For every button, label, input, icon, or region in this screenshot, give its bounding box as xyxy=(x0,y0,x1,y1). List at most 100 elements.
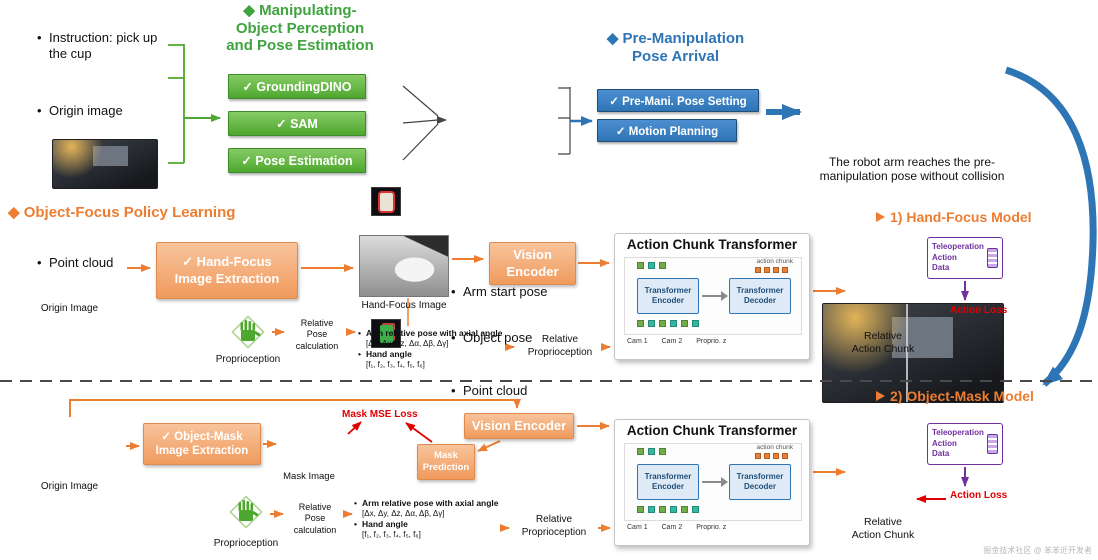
act-chunk-tokens xyxy=(755,267,791,285)
pose-line3: Hand angle xyxy=(358,349,506,360)
act-chunk-label: action chunk xyxy=(756,444,794,451)
instruction-bullet: Instruction: pick up the cup xyxy=(36,30,158,63)
act-bottom-tokens xyxy=(637,320,703,338)
groundingdino-result-thumbnail xyxy=(371,187,401,216)
proprioception-icon-mask xyxy=(229,495,263,529)
token-square xyxy=(764,453,770,459)
token-square xyxy=(637,506,644,513)
act-title: Action Chunk Transformer xyxy=(626,423,798,438)
object-mask-extraction-box: ✓ Object-Mask Image Extraction xyxy=(143,423,261,465)
token-square xyxy=(648,320,655,327)
relative-action-chunk-caption-mask: Relative Action Chunk xyxy=(851,516,915,541)
token-square xyxy=(659,506,666,513)
cam2-label: Cam 2 xyxy=(661,338,683,345)
teleoperation-data-box-mask: Teleoperation Action Data xyxy=(927,423,1003,465)
origin-to-vision-path xyxy=(69,399,521,417)
maskpred-to-mse-arrow xyxy=(405,422,433,443)
output-bracket xyxy=(558,87,571,155)
origin-image-caption-mask: Origin Image xyxy=(40,481,99,492)
token-square xyxy=(659,320,666,327)
dataset-icon xyxy=(986,248,998,268)
teleoperation-data-label: Teleoperation Action Data xyxy=(932,242,984,273)
hand-focus-model-heading: 1) Hand-Focus Model xyxy=(876,209,1032,225)
point-cloud-bullet: Point cloud xyxy=(36,255,146,272)
pose-line1: Arm relative pose with axial angle xyxy=(358,328,506,339)
mask-image-caption: Mask Image xyxy=(283,471,335,482)
cam1-label: Cam 1 xyxy=(627,524,648,531)
act-title: Action Chunk Transformer xyxy=(626,237,798,252)
act-input-labels: Cam 1 Cam 2 Proprio. z xyxy=(627,338,787,345)
encoder-decoder-line xyxy=(702,295,722,297)
transformer-encoder: Transformer Encoder xyxy=(637,278,699,314)
section-divider xyxy=(0,380,1098,382)
token-square xyxy=(648,448,655,455)
step-pose-estimation: ✓ Pose Estimation xyxy=(228,148,366,173)
token-square xyxy=(637,262,644,269)
encoder-decoder-arrow-icon xyxy=(721,291,728,301)
token-square xyxy=(755,267,761,273)
token-square xyxy=(648,262,655,269)
object-mask-model-title: 2) Object-Mask Model xyxy=(890,388,1034,404)
token-square xyxy=(648,506,655,513)
action-chunk-transformer-mask: Action Chunk Transformer action chunk Tr… xyxy=(614,419,810,546)
act-chunk-tokens xyxy=(755,453,791,471)
perception-title: ◆ Manipulating- Object Perception and Po… xyxy=(226,2,374,55)
hand-focus-model-title: 1) Hand-Focus Model xyxy=(890,209,1032,225)
token-square xyxy=(755,453,761,459)
cam2-label: Cam 2 xyxy=(661,524,683,531)
proprioception-caption-mask: Proprioception xyxy=(213,538,279,549)
relative-pose-text-mask: Arm relative pose with axial angle [Δx, … xyxy=(354,498,502,541)
token-square xyxy=(773,267,779,273)
origin-image-photo-top xyxy=(52,138,158,189)
token-square xyxy=(692,320,699,327)
token-square xyxy=(692,506,699,513)
token-square xyxy=(637,320,644,327)
vision-encoder-box-mask: Vision Encoder xyxy=(464,413,574,439)
proprioception-caption-hand: Proprioception xyxy=(215,354,281,365)
pose-line3: Hand angle xyxy=(354,519,502,530)
token-square xyxy=(659,448,666,455)
token-square xyxy=(637,448,644,455)
pose-line4: [f₁, f₂, f₃, f₄, f₅, f₆] xyxy=(366,360,425,370)
action-loss-label-hand: Action Loss xyxy=(950,305,1008,316)
act-input-tokens xyxy=(637,448,670,466)
step-premani-pose-setting: ✓ Pre-Mani. Pose Setting xyxy=(597,89,759,112)
proprio-z-label: Proprio. z xyxy=(696,338,727,345)
input-bracket xyxy=(168,44,185,164)
step-motion-planning: ✓ Motion Planning xyxy=(597,119,737,142)
pose-line1: Arm relative pose with axial angle xyxy=(354,498,502,509)
object-mask-model-heading: 2) Object-Mask Model xyxy=(876,388,1034,404)
relative-proprioception-hand: Relative Proprioception xyxy=(527,334,593,358)
pre-manipulation-title: ◆ Pre-Manipulation Pose Arrival xyxy=(606,30,745,65)
vision-encoder-box-hand: Vision Encoder xyxy=(489,242,576,285)
point-cloud-output-bullet: Point cloud xyxy=(450,383,560,400)
act-bottom-tokens xyxy=(637,506,703,524)
pose-line2: [Δx, Δy, Δz, Δα, Δβ, Δγ] xyxy=(362,509,445,519)
arrow-bullet-icon xyxy=(876,391,885,401)
act-input-labels: Cam 1 Cam 2 Proprio. z xyxy=(627,524,787,531)
act-panel: action chunk Transformer Encoder Transfo… xyxy=(624,257,802,335)
origin-image-bullet: Origin image xyxy=(36,103,146,120)
dataset-icon xyxy=(986,434,998,454)
action-loss-label-mask: Action Loss xyxy=(950,490,1008,501)
origin-image-caption-hand: Origin Image xyxy=(40,303,99,314)
token-square xyxy=(782,267,788,273)
pre-manipulation-result-photo xyxy=(822,302,1004,403)
step-sam: ✓ SAM xyxy=(228,111,366,136)
encoder-decoder-arrow-icon xyxy=(721,477,728,487)
policy-learning-title: ◆ Object-Focus Policy Learning xyxy=(8,204,236,221)
perception-output-lines xyxy=(402,85,439,161)
transformer-decoder: Transformer Decoder xyxy=(729,464,791,500)
act-input-tokens xyxy=(637,262,670,280)
arrow-bullet-icon xyxy=(876,212,885,222)
stage-transition-curve-arrow xyxy=(1004,66,1097,387)
act-chunk-label: action chunk xyxy=(756,258,794,265)
relative-action-chunk-caption-hand: Relative Action Chunk xyxy=(851,330,915,355)
action-chunk-transformer-hand: Action Chunk Transformer action chunk Tr… xyxy=(614,233,810,360)
teleoperation-data-label: Teleoperation Action Data xyxy=(932,428,984,459)
relative-pose-calc-hand: Relative Pose calculation xyxy=(295,318,339,351)
hand-focus-image xyxy=(359,235,449,297)
transformer-decoder: Transformer Decoder xyxy=(729,278,791,314)
token-square xyxy=(670,320,677,327)
